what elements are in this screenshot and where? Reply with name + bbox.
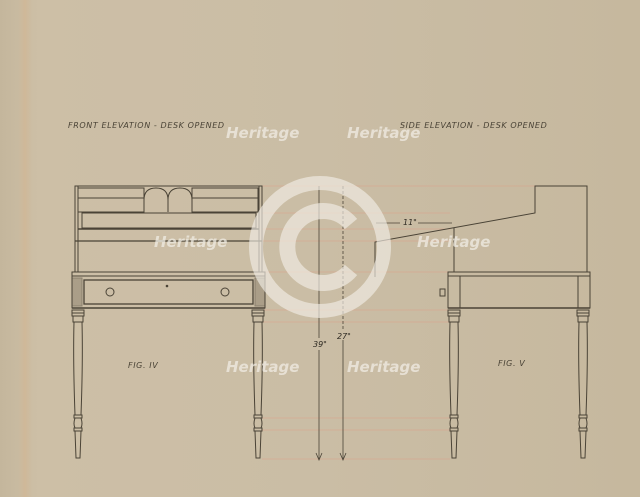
dimension-lid-depth: 11" (403, 218, 417, 227)
dimension-total-height: 39" (313, 340, 327, 349)
dimension-table-height: 27" (337, 332, 351, 341)
watermark-text: Heritage (154, 233, 228, 251)
front-elevation-title: FRONT ELEVATION - DESK OPENED (68, 121, 225, 130)
watermark-text: Heritage (347, 124, 421, 142)
figure-label-front: FIG. IV (128, 361, 159, 370)
watermark-text: Heritage (226, 358, 300, 376)
watermark-text: Heritage (417, 233, 491, 251)
copyright-watermark-icon (249, 176, 391, 318)
watermark-text: Heritage (226, 124, 300, 142)
figure-label-side: FIG. V (498, 359, 526, 368)
paper-stain (18, 0, 32, 497)
watermark-text: Heritage (347, 358, 421, 376)
side-elevation-title: SIDE ELEVATION - DESK OPENED (400, 121, 548, 130)
